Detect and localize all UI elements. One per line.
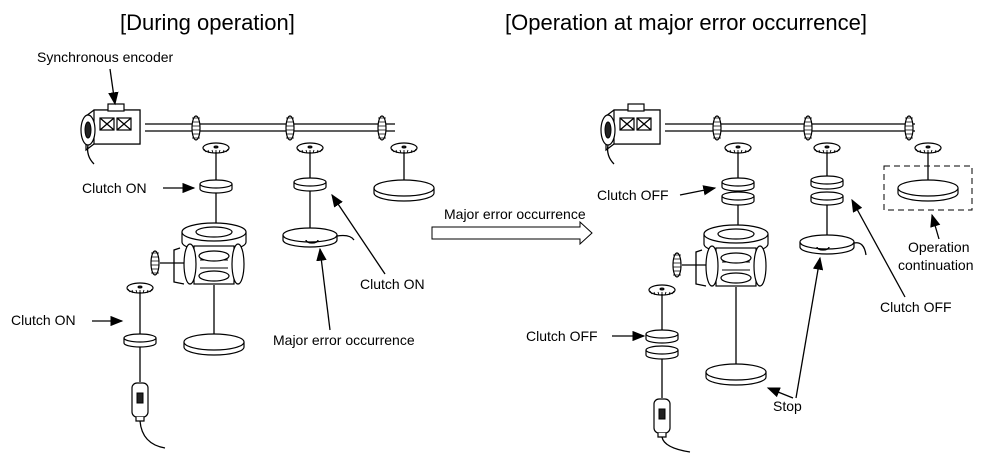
- label-continuation: continuation: [898, 257, 974, 273]
- label-clutch-off-right: Clutch OFF: [880, 299, 952, 315]
- branch-r1-gear: [724, 142, 752, 154]
- gearbox-right: [695, 224, 769, 287]
- clutch-disc-bottom-on: [123, 333, 157, 348]
- label-transition: Major error occurrence: [444, 206, 586, 222]
- turntable-continuing: [897, 179, 959, 202]
- clutch-disc-off-lower: [721, 191, 755, 206]
- title-major-error: [Operation at major error occurrence]: [505, 10, 867, 35]
- title-during-operation: [During operation]: [120, 10, 295, 35]
- side-gear: [150, 250, 160, 276]
- clutch-disc-bottom-off-lower: [645, 345, 679, 360]
- clutch-disc-right-off-lower: [810, 191, 844, 206]
- shaft-gear-r2: [803, 115, 813, 141]
- transition: Major error occurrence: [431, 206, 593, 246]
- clutch-disc-off-upper: [721, 177, 755, 192]
- turntable-lower-right: [705, 363, 767, 386]
- branch2-gear: [296, 142, 324, 154]
- label-operation: Operation: [908, 239, 969, 255]
- clutch-disc-right-on: [293, 177, 327, 192]
- label-clutch-on-top: Clutch ON: [82, 180, 147, 196]
- stopped-table: [799, 234, 867, 256]
- servo-motor-right: [653, 398, 671, 438]
- side-gear-lower: [126, 282, 154, 294]
- shaft-gear-3: [377, 115, 387, 141]
- shaft-gear-r3: [904, 115, 914, 141]
- transition-arrow: [431, 220, 593, 246]
- clutch-disc-right-off-upper: [810, 175, 844, 190]
- label-clutch-on-right: Clutch ON: [360, 276, 425, 292]
- gearbox: [173, 222, 247, 285]
- synchronous-encoder: [80, 103, 141, 165]
- clutch-disc-bottom-off-upper: [645, 329, 679, 344]
- label-clutch-on-bottom: Clutch ON: [11, 312, 76, 328]
- clutch-disc-on: [199, 179, 233, 194]
- side-gear-right: [672, 252, 682, 278]
- synchronous-encoder-right: [600, 103, 661, 165]
- shaft-gear-1: [191, 115, 201, 141]
- servo-motor: [131, 382, 149, 422]
- right-diagram: Clutch OFF Operation continuation Clutch…: [526, 103, 974, 453]
- error-table: [282, 227, 355, 248]
- label-clutch-off-bottom: Clutch OFF: [526, 328, 598, 344]
- branch1-gear: [202, 142, 230, 154]
- side-gear-lower-right: [648, 284, 676, 296]
- left-diagram: Synchronous encoder Clutch ON Clutch ON …: [11, 49, 435, 449]
- turntable-lower: [183, 333, 245, 356]
- label-stop: Stop: [773, 398, 802, 414]
- label-clutch-off-top: Clutch OFF: [597, 187, 669, 203]
- turntable-right: [373, 179, 435, 202]
- label-major-error-occurrence: Major error occurrence: [273, 332, 415, 348]
- branch-r3-gear: [914, 142, 942, 154]
- continuation-box: [883, 165, 973, 211]
- branch-r2-gear: [813, 142, 841, 154]
- shaft-gear-r1: [712, 115, 722, 141]
- branch3-gear: [390, 142, 418, 154]
- label-synchronous-encoder: Synchronous encoder: [37, 49, 174, 65]
- shaft-gear-2: [285, 115, 295, 141]
